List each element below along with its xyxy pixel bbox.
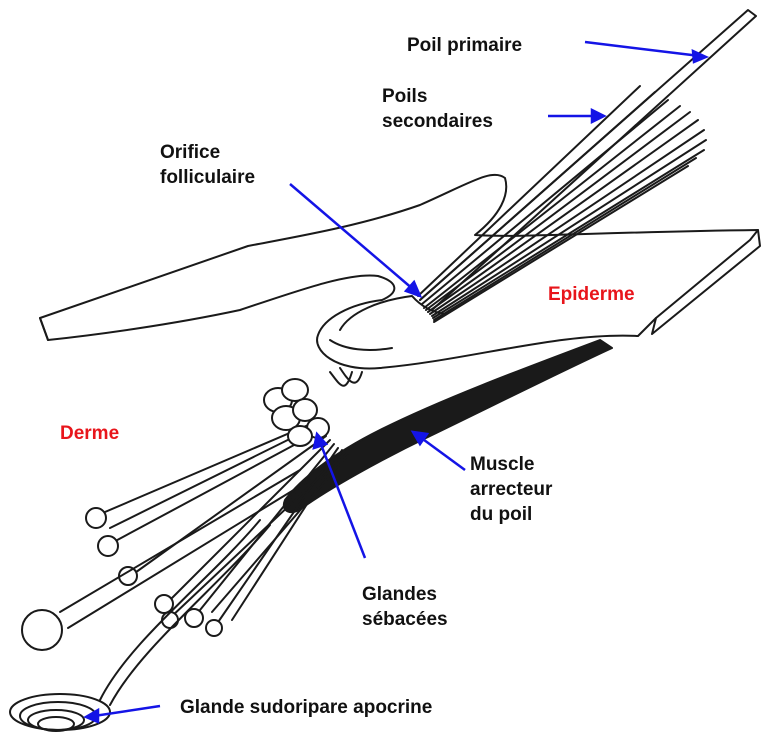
arrow-poil-primaire bbox=[585, 42, 700, 56]
label-orifice-line2: folliculaire bbox=[160, 165, 255, 190]
label-muscle-arrecteur: Muscle arrecteur du poil bbox=[470, 452, 552, 527]
epiderme-sheet bbox=[40, 175, 758, 369]
label-poils-secondaires-line2: secondaires bbox=[382, 109, 493, 134]
label-poils-secondaires-line1: Poils bbox=[382, 84, 493, 109]
label-derme: Derme bbox=[60, 421, 119, 446]
label-poil-primaire: Poil primaire bbox=[407, 33, 522, 58]
label-glandes-line2: sébacées bbox=[362, 607, 448, 632]
follicules bbox=[98, 420, 348, 628]
label-orifice-line1: Orifice bbox=[160, 140, 255, 165]
label-muscle-line2: arrecteur bbox=[470, 477, 552, 502]
label-poils-secondaires: Poils secondaires bbox=[382, 84, 493, 134]
label-glande-sudoripare: Glande sudoripare apocrine bbox=[180, 695, 432, 720]
conduit bbox=[330, 368, 362, 386]
arrow-sudoripare bbox=[94, 706, 160, 716]
label-muscle-line3: du poil bbox=[470, 502, 552, 527]
label-orifice-folliculaire: Orifice folliculaire bbox=[160, 140, 255, 190]
label-muscle-line1: Muscle bbox=[470, 452, 552, 477]
label-glandes-line1: Glandes bbox=[362, 582, 448, 607]
bulbe-principal bbox=[22, 610, 62, 650]
label-epiderme: Epiderme bbox=[548, 282, 635, 307]
label-glandes-sebacees: Glandes sébacées bbox=[362, 582, 448, 632]
arrow-muscle bbox=[420, 437, 465, 470]
muscle-arrecteur bbox=[284, 340, 612, 512]
